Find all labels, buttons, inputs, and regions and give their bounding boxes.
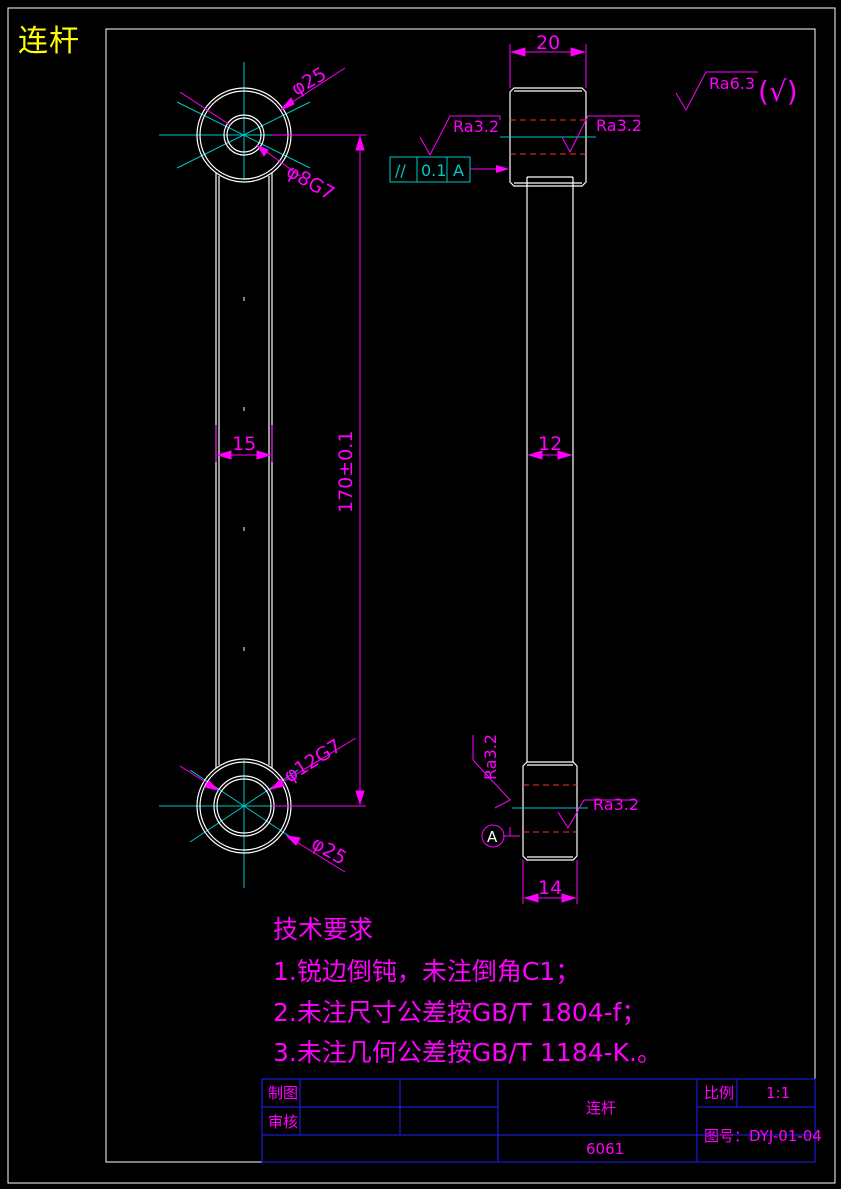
title-block-text: 制图 审核 连杆 6061 比例 1:1 图号：DYJ-01-04 [268,1084,822,1158]
drawn-label: 制图 [268,1084,298,1102]
dim-phi12g7: φ12G7 [280,735,346,787]
dim-width-14: 14 [538,877,562,899]
dim-length: 170±0.1 [335,431,357,513]
requirement-1: 1.锐边倒钝，未注倒角C1； [273,957,580,986]
roughness-bottom-right: Ra3.2 [593,795,639,814]
roughness-top-right: Ra3.2 [596,116,642,135]
side-outline [509,87,587,861]
requirement-2: 2.未注尺寸公差按GB/T 1804-f； [273,998,646,1027]
requirement-3: 3.未注几何公差按GB/T 1184-K.。 [273,1038,662,1067]
roughness-top-left: Ra3.2 [453,117,499,136]
scale-label: 比例 [704,1084,734,1102]
roughness-general: Ra6.3 [709,74,755,93]
roughness-bottom-vertical: Ra3.2 [481,734,500,780]
tolerance-value: 0.1 [421,161,446,180]
datum-marker-label: A [487,828,498,846]
front-view: φ25 φ8G7 170±0.1 15 φ12G7 φ25 [159,62,366,888]
roughness-symbols [419,71,758,848]
tolerance-symbol: // [395,161,406,180]
dim-phi25-top: φ25 [288,63,331,100]
roughness-general-suffix: (√) [758,75,798,108]
checked-label: 审核 [268,1113,298,1131]
sheet-title: 连杆 [18,24,80,59]
inner-border [105,28,816,1163]
dim-width-12: 12 [538,433,562,455]
scale-value: 1:1 [766,1084,790,1102]
front-outline [196,87,292,854]
title-block [261,1078,816,1163]
outer-border [7,7,836,1184]
part-name: 连杆 [586,1099,616,1117]
dim-phi8g7: φ8G7 [283,160,339,205]
dim-phi25-bottom: φ25 [308,832,351,869]
side-hidden-bores [510,119,586,833]
dim-width-15: 15 [232,433,256,455]
requirements-heading: 技术要求 [273,915,373,944]
tolerance-datum: A [453,161,464,180]
side-centerlines [500,136,596,809]
drawing-number: 图号：DYJ-01-04 [704,1127,822,1145]
technical-requirements: 技术要求 1.锐边倒钝，未注倒角C1； 2.未注尺寸公差按GB/T 1804-f… [273,915,662,1067]
tolerance-frame: // 0.1 A [389,156,509,183]
side-view: 20 12 14 Ra3.2 Ra3.2 Ra3.2 Ra3.2 [389,32,798,904]
material: 6061 [586,1140,624,1158]
front-dimensions [179,67,366,873]
side-dimensions [509,44,587,904]
dim-width-20: 20 [536,32,560,54]
